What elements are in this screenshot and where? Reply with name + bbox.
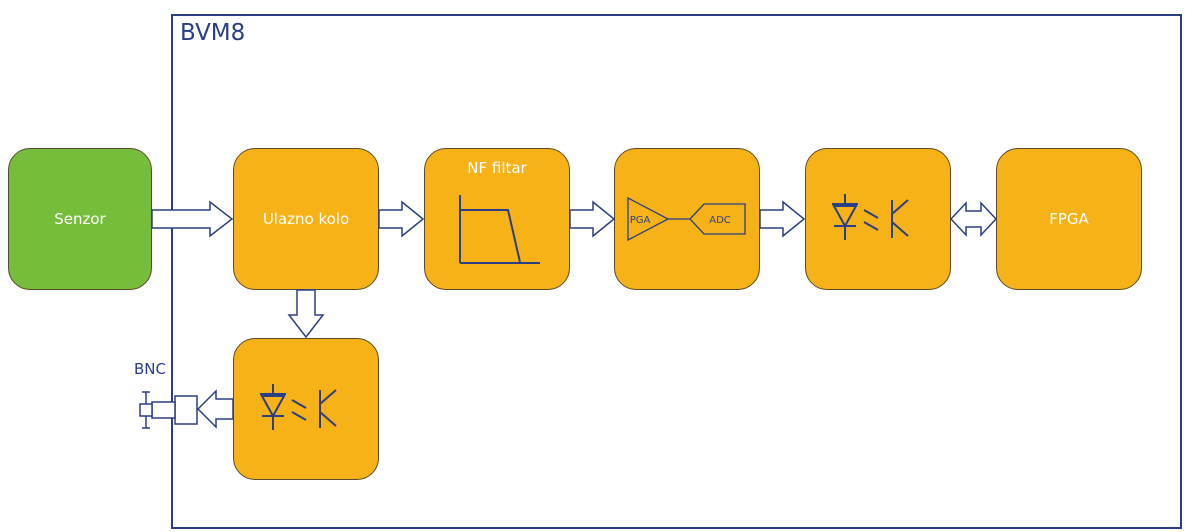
nf-filtar-block: NF filtar [424,148,570,290]
optocoupler-block [805,148,951,290]
senzor-block: Senzor [8,148,152,290]
ulazno-kolo-label: Ulazno kolo [262,210,350,228]
fpga-block: FPGA [996,148,1142,290]
bvm8-frame [171,14,1182,529]
output-optocoupler-block [233,338,379,480]
pga-adc-block [614,148,760,290]
senzor-label: Senzor [54,210,106,228]
bnc-label: BNC [134,360,166,378]
ulazno-kolo-block: Ulazno kolo [233,148,379,290]
frame-title: BVM8 [180,20,246,46]
fpga-label: FPGA [1049,210,1089,228]
nf-filtar-label: NF filtar [467,159,527,177]
